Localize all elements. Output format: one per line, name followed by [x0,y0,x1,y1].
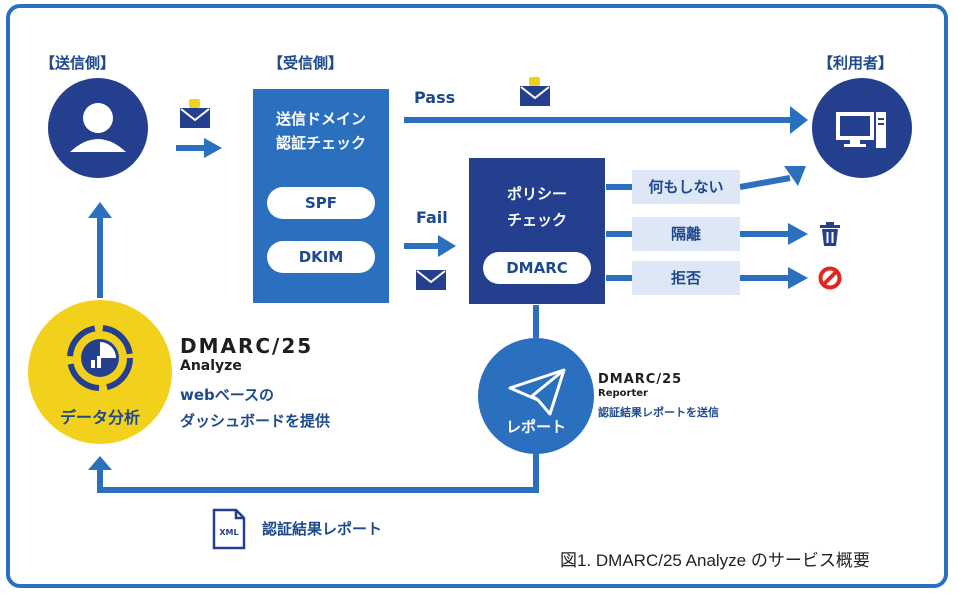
report-return-line [97,452,539,493]
dkim-pill: DKIM [267,241,375,273]
xml-report-label: 認証結果レポート [262,520,383,538]
policy-title-line2: チェック [506,211,567,229]
receiver-label: 【受信側】 [268,54,344,72]
action-none: 何もしない [632,170,740,204]
reporter-logo: DMARC/25 [598,372,683,387]
diagram-frame [6,4,948,588]
sender-circle [48,78,148,178]
policy-check-box: ポリシー チェック DMARC [469,158,605,304]
mail-fail-icon [416,270,446,290]
mail-lock-icon [180,99,210,128]
paper-plane-icon [508,368,566,416]
sender-label: 【送信側】 [40,54,116,72]
xml-file-label: XML [219,528,239,537]
figure-caption: 図1. DMARC/25 Analyze のサービス概要 [560,551,870,570]
user-circle [812,78,912,178]
action-quarantine: 隔離 [632,217,740,251]
report-circle: レポート [478,338,594,454]
user-label: 【利用者】 [818,54,894,72]
xml-file-icon: XML [212,508,246,550]
reject-arrowhead [788,267,808,289]
reporter-desc: 認証結果レポートを送信 [598,406,719,419]
analyze-logo: DMARC/25 [180,334,314,358]
send-arrowhead [204,138,222,158]
data-analysis-circle: データ分析 [28,300,172,444]
analyze-desc-line1: webベースの [180,386,275,404]
trash-icon [820,222,840,246]
dmarc-pill: DMARC [483,252,591,284]
auth-title-line2: 認証チェック [275,134,366,152]
auth-check-box: 送信ドメイン 認証チェック SPF DKIM [253,89,389,303]
fail-arrowhead [438,235,456,257]
pass-label: Pass [414,88,456,107]
up-arrowhead [88,202,112,218]
pass-arrowhead [790,106,808,134]
prohibited-icon [818,266,842,290]
user-icon [70,103,126,152]
quarantine-arrowhead [788,223,808,245]
auth-title-line1: 送信ドメイン [275,110,366,128]
action-reject: 拒否 [632,261,740,295]
analyze-logo-subtitle: Analyze [180,358,242,374]
fail-label: Fail [416,208,448,227]
analyze-desc-line2: ダッシュボードを提供 [180,412,331,430]
spf-pill: SPF [267,187,375,219]
return-arrowhead [88,456,112,470]
data-analysis-label: データ分析 [59,408,140,427]
analytics-icon [67,325,133,391]
computer-icon [836,112,886,148]
report-label: レポート [505,418,566,436]
policy-title-line1: ポリシー [506,185,567,203]
nothing-arrow-line [739,175,791,190]
reporter-logo-subtitle: Reporter [598,388,648,399]
nothing-arrowhead [784,166,806,186]
mail-lock-pass-icon [520,77,550,106]
